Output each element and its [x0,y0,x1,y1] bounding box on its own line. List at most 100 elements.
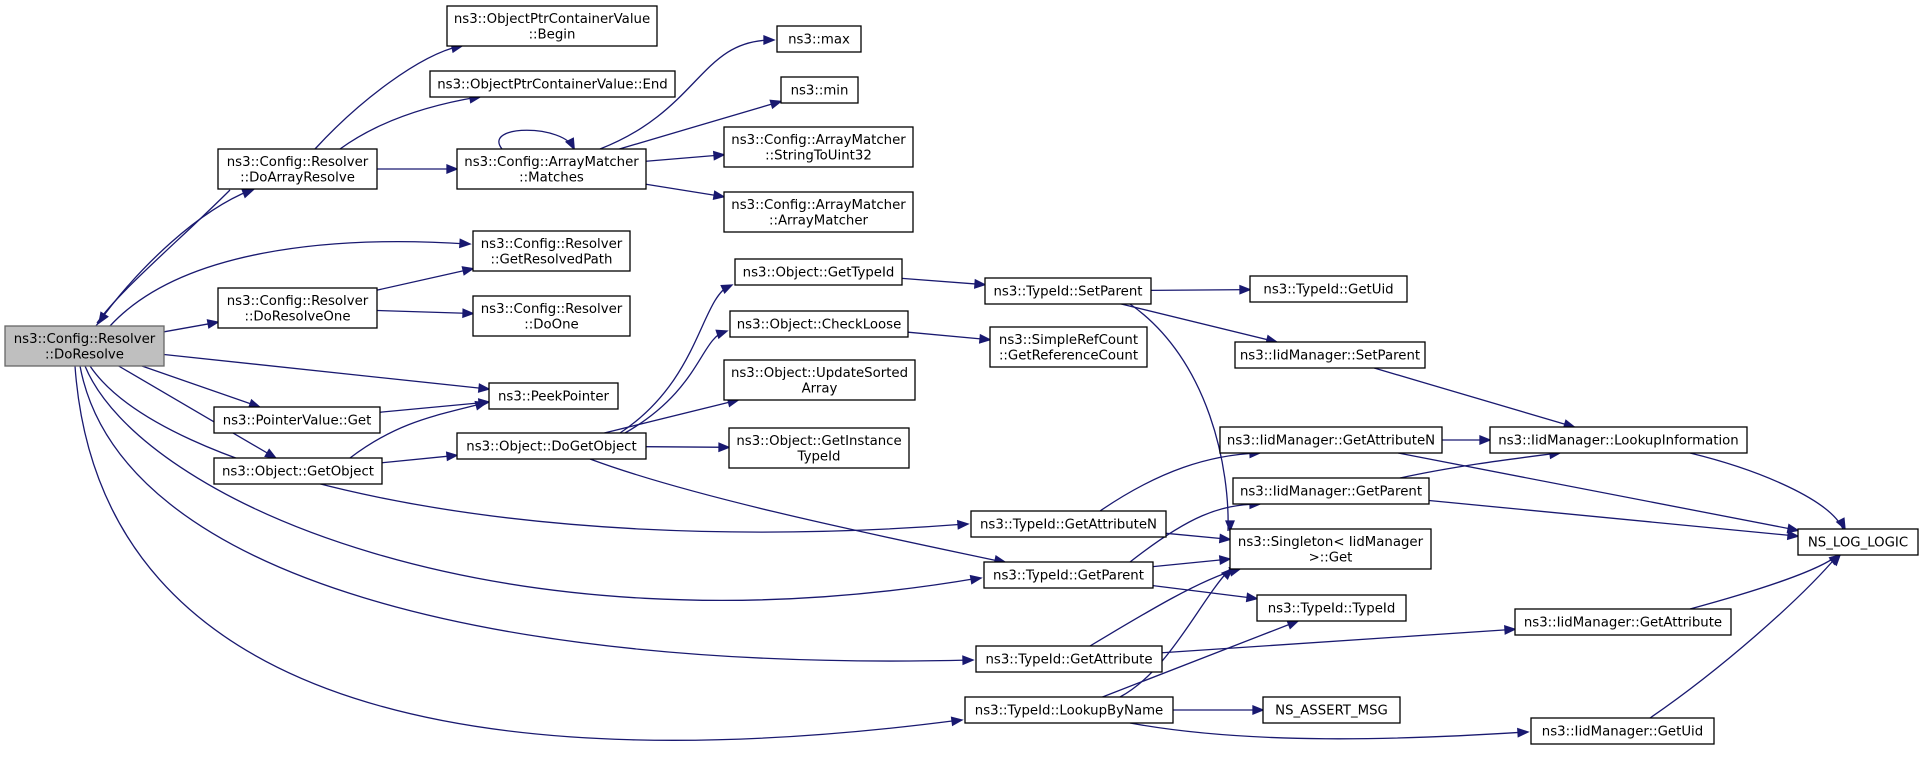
node-label-line: ns3::TypeId::GetAttribute [985,653,1152,668]
node-iid-get-attr-n[interactable]: ns3::IidManager::GetAttributeN [1219,426,1443,454]
node-iid-get-parent[interactable]: ns3::IidManager::GetParent [1232,477,1430,505]
node-do-one[interactable]: ns3::Config::Resolver::DoOne [472,295,631,337]
edge-line [349,402,485,459]
edge-arrowhead [769,99,783,110]
edge-n_iidGetAttrN-to-n_nsLogLogic [1398,452,1800,534]
node-box [1514,608,1732,636]
edge-arrowhead [718,442,731,453]
node-do-array-resolve[interactable]: ns3::Config::Resolver::DoArrayResolve [217,148,378,190]
node-min[interactable]: ns3::min [780,76,859,104]
node-label-line: ::DoResolveOne [244,309,350,324]
edge-n_doGetObject-to-n_typeIdGetParent [589,458,1007,565]
node-ns-assert-msg[interactable]: NS_ASSERT_MSG [1262,696,1401,724]
node-label-line: NS_LOG_LOGIC [1808,536,1908,551]
edge-arrowhead [1829,553,1842,567]
node-ns-log-logic[interactable]: NS_LOG_LOGIC [1797,528,1919,556]
edge-line [84,365,980,601]
node-label-line: Array [802,381,838,396]
edge-line [1152,558,1231,568]
edge-line [1129,503,1259,563]
node-label-line: >::Get [1309,550,1353,565]
node-simple-ref-count[interactable]: ns3::SimpleRefCount::GetReferenceCount [989,326,1148,368]
node-label-line: ::Begin [529,27,576,42]
node-lookup-info[interactable]: ns3::IidManager::LookupInformation [1489,426,1748,454]
edge-arrowhead [974,278,987,289]
edge-line [599,39,773,150]
node-label-line: ns3::Config::Resolver [227,294,369,309]
edge-line [604,399,739,434]
edge-n_doGetObject-to-n_checkLoose [624,329,729,434]
node-box [456,148,647,190]
edge-arrowhead [1517,727,1530,738]
node-label-line: ns3::PeekPointer [498,390,610,405]
node-do-get-object[interactable]: ns3::Object::DoGetObject [456,432,647,460]
node-max[interactable]: ns3::max [776,25,862,53]
node-box [472,230,631,272]
node-array-matcher-ctor[interactable]: ns3::Config::ArrayMatcher::ArrayMatcher [723,191,914,233]
node-label-line: ns3::IidManager::GetParent [1240,485,1422,500]
node-box [456,432,647,460]
edge-arrowhead [715,329,729,340]
node-type-id-get-attr[interactable]: ns3::TypeId::GetAttribute [975,645,1163,673]
node-optr-end[interactable]: ns3::ObjectPtrContainerValue::End [429,70,676,98]
node-get-resolved-path[interactable]: ns3::Config::Resolver::GetResolvedPath [472,230,631,272]
node-get-uid[interactable]: ns3::TypeId::GetUid [1249,275,1408,303]
node-label-line: ns3::min [791,84,849,99]
node-box [1489,426,1748,454]
edge-n_setParent-to-n_getUid [1150,284,1252,295]
edge-arrowhead [1220,567,1234,580]
edges-layer [74,35,1846,741]
edge-line [1161,628,1516,654]
node-box [780,76,859,104]
node-type-id-ctor[interactable]: ns3::TypeId::TypeId [1256,594,1407,622]
edge-line [901,277,986,286]
node-set-parent[interactable]: ns3::TypeId::SetParent [984,277,1152,305]
edge-line [624,330,726,434]
edge-arrowhead [461,266,475,276]
edge-arrowhead [1479,435,1492,445]
node-box [4,325,165,367]
node-do-resolve[interactable]: ns3::Config::Resolver::DoResolve [4,325,165,367]
node-label-line: ns3::Config::Resolver [481,302,623,317]
node-peek-pointer[interactable]: ns3::PeekPointer [488,382,619,410]
node-box [429,70,676,98]
edge-n_doResolve-to-n_typeIdGetAttrN [89,365,970,533]
edge-line [1165,532,1231,541]
node-type-id-get-attr-n[interactable]: ns3::TypeId::GetAttributeN [970,510,1167,538]
node-obj-get-type-id[interactable]: ns3::Object::GetTypeId [734,258,903,286]
node-iid-set-parent[interactable]: ns3::IidManager::SetParent [1234,341,1426,369]
edge-line [645,446,730,448]
edge-n_iidGetUid-to-n_nsLogLogic [1649,553,1842,719]
node-label-line: ns3::Config::Resolver [481,237,623,252]
node-singleton-get[interactable]: ns3::Singleton< IidManager >::Get [1229,528,1432,570]
node-label-line: ns3::PointerValue::Get [223,414,372,429]
edge-arrowhead [206,319,220,329]
edge-arrowhead [98,311,109,325]
node-check-loose[interactable]: ns3::Object::CheckLoose [729,310,909,338]
node-string-to-uint32[interactable]: ns3::Config::ArrayMatcher::StringToUint3… [723,126,914,168]
node-pointer-value-get[interactable]: ns3::PointerValue::Get [213,406,381,434]
edge-arrowhead [1786,530,1800,541]
node-do-resolve-one[interactable]: ns3::Config::Resolver::DoResolveOne [217,287,378,329]
edge-n_doGetObject-to-n_getInstanceTypeId [645,442,731,453]
edge-line [141,365,260,408]
node-optr-begin[interactable]: ns3::ObjectPtrContainerValue::Begin [446,5,658,47]
edge-arrowhead [477,383,491,393]
edge-arrowhead [241,189,255,199]
node-iid-get-attr[interactable]: ns3::IidManager::GetAttribute [1514,608,1732,636]
node-label-line: ::DoArrayResolve [240,170,355,185]
edge-arrowhead [446,164,459,174]
node-lookup-by-name[interactable]: ns3::TypeId::LookupByName [964,696,1174,724]
edge-line [96,189,231,324]
edge-n_arrayMatches-to-n_stringToUint32 [645,150,726,162]
node-iid-get-uid[interactable]: ns3::IidManager::GetUid [1530,717,1715,745]
edge-n_doResolve-to-n_peekPointer [163,353,491,393]
edge-line [381,454,458,464]
node-object-get-object[interactable]: ns3::Object::GetObject [213,457,383,485]
node-array-matches[interactable]: ns3::Config::ArrayMatcher::Matches [456,148,647,190]
edge-n_doArrayResolve-to-n_doResolve [96,189,231,325]
node-type-id-get-parent[interactable]: ns3::TypeId::GetParent [983,561,1154,589]
